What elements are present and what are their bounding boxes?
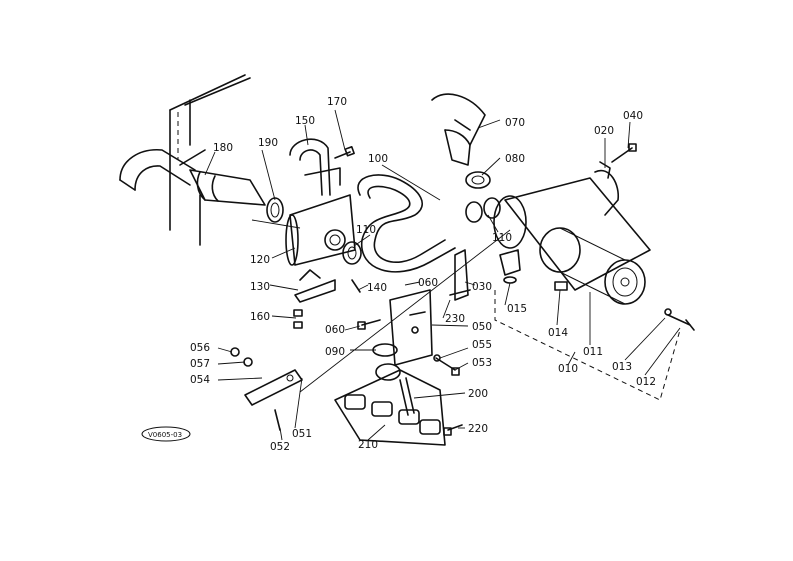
bracket-050: [389, 289, 433, 366]
part-labels: 170 070 040 020 150 190 180 100 080 110 …: [190, 96, 656, 453]
s-hose: [357, 174, 456, 273]
label-054: 054: [190, 374, 210, 386]
label-230: 230: [445, 313, 465, 325]
hose-clamp: [266, 197, 284, 223]
label-150: 150: [295, 115, 315, 127]
label-014: 014: [548, 327, 568, 339]
label-170: 170: [327, 96, 347, 108]
diagram-id-badge: V0605-03: [141, 426, 191, 442]
label-200: 200: [468, 388, 488, 400]
label-011: 011: [583, 346, 603, 358]
intake-hose: [119, 149, 266, 206]
assembly-outline: [494, 290, 681, 401]
label-090: 090: [325, 346, 345, 358]
bolt-140: [351, 279, 361, 293]
engine-housing: [169, 74, 251, 246]
label-110-left: 110: [356, 224, 376, 236]
label-130: 130: [250, 281, 270, 293]
air-cleaner-body: [493, 177, 651, 305]
wing-nut: [664, 308, 695, 331]
bracket: [294, 269, 336, 303]
label-080: 080: [505, 153, 525, 165]
label-015: 015: [507, 303, 527, 315]
label-120: 120: [250, 254, 270, 266]
label-053: 053: [472, 357, 492, 369]
label-100: 100: [368, 153, 388, 165]
mounting-band: [594, 161, 620, 216]
label-190: 190: [258, 137, 278, 149]
intake-manifold: [334, 363, 446, 446]
bolt-060: [357, 319, 381, 330]
hose-clamp-080: [465, 171, 491, 189]
label-012: 012: [636, 376, 656, 388]
label-056: 056: [190, 342, 210, 354]
label-052: 052: [270, 441, 290, 453]
bracket-030: [449, 249, 471, 301]
elbow-hose: [431, 93, 486, 166]
label-055: 055: [472, 339, 492, 351]
label-070: 070: [505, 117, 525, 129]
nuts-056-057: [230, 347, 253, 367]
label-040: 040: [623, 110, 643, 122]
label-010: 010: [558, 363, 578, 375]
label-210: 210: [358, 439, 378, 451]
bolt-040: [611, 143, 637, 163]
evacuator-valve: [499, 249, 521, 284]
leader-lines: [204, 109, 681, 441]
stud-200: [399, 377, 415, 416]
label-220: 220: [468, 423, 488, 435]
label-020: 020: [594, 125, 614, 137]
bolt-052: [274, 409, 281, 431]
label-050: 050: [472, 321, 492, 333]
label-057: 057: [190, 358, 210, 370]
label-140: 140: [367, 282, 387, 294]
cover: [289, 138, 341, 196]
label-160: 160: [250, 311, 270, 323]
label-060-left: 060: [325, 324, 345, 336]
bolt-053: [433, 354, 460, 376]
label-180: 180: [213, 142, 233, 154]
diagram-id: V0605-03: [148, 431, 182, 439]
hose-clamp-left: [342, 241, 362, 265]
label-013: 013: [612, 361, 632, 373]
label-060-top: 060: [418, 277, 438, 289]
label-110-right: 110: [492, 232, 512, 244]
label-030: 030: [472, 281, 492, 293]
pre-cleaner: [285, 194, 356, 266]
nut: [293, 309, 303, 329]
bolt-220: [443, 424, 463, 436]
plate-051: [244, 369, 303, 406]
bolt: [334, 146, 355, 159]
label-051: 051: [292, 428, 312, 440]
element-014: [554, 281, 568, 291]
hose-clamp-right: [465, 197, 501, 223]
